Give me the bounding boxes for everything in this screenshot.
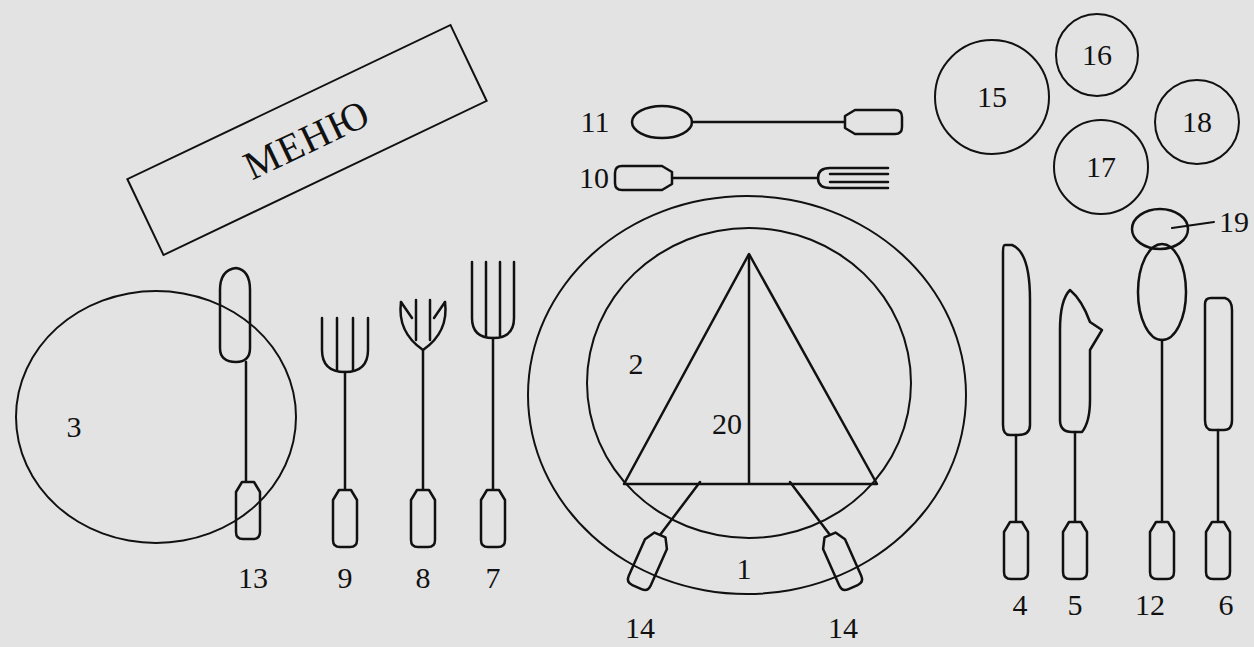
callout-number: 2 bbox=[629, 349, 644, 379]
napkin-fold bbox=[748, 254, 751, 484]
wine-glass: 16 bbox=[1055, 13, 1139, 97]
callout-number: 15 bbox=[977, 82, 1007, 112]
callout-number: 14 bbox=[828, 613, 858, 643]
fork bbox=[322, 318, 368, 547]
callout-number: 5 bbox=[1068, 590, 1083, 620]
napkin-fold bbox=[624, 254, 877, 484]
callout-number: 20 bbox=[712, 409, 742, 439]
callout-number: 13 bbox=[238, 563, 268, 593]
charger-plate: 1 2 20 bbox=[527, 195, 967, 595]
napkin: 20 bbox=[624, 254, 877, 484]
menu-card: МЕНЮ bbox=[126, 24, 488, 257]
callout-number: 3 bbox=[67, 412, 82, 442]
wine-glass: 15 bbox=[934, 39, 1050, 155]
callout-number: 6 bbox=[1219, 590, 1234, 620]
dessert-fork bbox=[615, 166, 888, 190]
callout-number: 4 bbox=[1013, 590, 1028, 620]
dessert-spoon bbox=[632, 106, 902, 138]
callout-number: 14 bbox=[625, 613, 655, 643]
fork bbox=[472, 262, 514, 547]
callout-number: 10 bbox=[579, 163, 609, 193]
fish-knife bbox=[1060, 290, 1102, 579]
callout-number: 18 bbox=[1182, 107, 1212, 137]
wine-glass: 18 bbox=[1154, 79, 1240, 165]
callout-number: 7 bbox=[486, 563, 501, 593]
fork bbox=[400, 300, 445, 547]
dinner-plate: 2 20 bbox=[586, 227, 912, 539]
crossed-utensils bbox=[626, 482, 864, 592]
bread-plate: 3 bbox=[15, 290, 297, 544]
callout-number: 17 bbox=[1086, 152, 1116, 182]
callout-number: 9 bbox=[338, 563, 353, 593]
callout-number: 8 bbox=[416, 563, 431, 593]
water-glass: 17 bbox=[1053, 119, 1149, 215]
butter-knife bbox=[220, 268, 260, 539]
callout-number: 12 bbox=[1135, 590, 1165, 620]
menu-text: МЕНЮ bbox=[238, 93, 376, 187]
callout-number: 1 bbox=[737, 554, 752, 584]
snack-knife bbox=[1205, 298, 1232, 579]
table-knife bbox=[1003, 245, 1030, 579]
callout-number: 11 bbox=[581, 107, 610, 137]
glass bbox=[1132, 209, 1214, 249]
napkin-outline bbox=[624, 254, 877, 484]
callout-number: 16 bbox=[1082, 40, 1112, 70]
callout-number: 19 bbox=[1219, 207, 1249, 237]
soup-spoon bbox=[1138, 244, 1186, 579]
